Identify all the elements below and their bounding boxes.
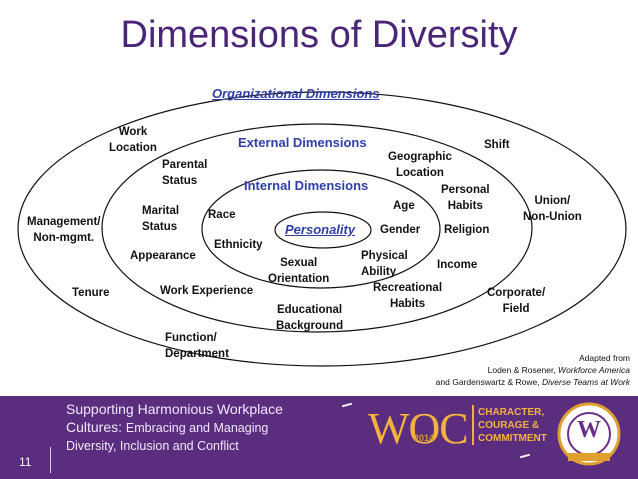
organizational-dimensions-header: Organizational Dimensions	[212, 86, 380, 101]
label-appearance: Appearance	[130, 250, 196, 262]
label-geographic-location: Geographic Location	[388, 151, 452, 179]
credit-title-1: Workforce America	[558, 365, 630, 375]
footer-line-3: Diversity, Inclusion and Conflict	[66, 439, 239, 453]
footer-line-2-prefix: Cultures:	[66, 419, 126, 435]
logo-tagline-1: CHARACTER,	[478, 407, 545, 418]
label-work-experience: Work Experience	[160, 285, 254, 297]
footer-line-1: Supporting Harmonious Workplace	[66, 401, 283, 417]
logo-tagline-2: COURAGE &	[478, 420, 540, 431]
footer-divider	[50, 447, 51, 473]
label-recreational-habits: Recreational Habits	[373, 282, 443, 310]
label-management: Management/ Non-mgmt.	[27, 216, 101, 244]
logo-woc-text: WOC	[368, 404, 469, 453]
label-corporate-field: Corporate/ Field	[487, 287, 546, 315]
credit-title-2: Diverse Teams at Work	[541, 377, 630, 387]
label-marital-status: Marital Status	[142, 205, 180, 233]
label-ethnicity: Ethnicity	[214, 239, 263, 251]
footer-subtitle: Supporting Harmonious Workplace Cultures…	[66, 400, 346, 455]
label-union: Union/ Non-Union	[523, 195, 582, 223]
label-work-location: Work Location	[109, 126, 157, 154]
label-function-department: Function/ Department	[165, 332, 229, 360]
label-income: Income	[437, 259, 478, 271]
label-physical-ability: Physical Ability	[361, 250, 408, 278]
label-race: Race	[208, 209, 236, 221]
personality-ellipse	[274, 211, 372, 249]
source-credit: Adapted from Loden & Rosener, Workforce …	[330, 352, 630, 388]
label-sexual-orientation: Sexual Orientation	[268, 257, 330, 285]
external-dimensions-header: External Dimensions	[238, 135, 367, 150]
credit-line-3: and Gardenswartz & Rowe, Diverse Teams a…	[330, 376, 630, 388]
woc-conference-logo: WOC 2014 CHARACTER, COURAGE & COMMITMENT…	[360, 397, 630, 479]
credit-author-2: and Gardenswartz & Rowe,	[435, 377, 542, 387]
label-gender: Gender	[380, 224, 421, 236]
women-of-color-seal-icon	[557, 402, 621, 466]
footer-line-2: Cultures: Embracing and Managing	[66, 418, 346, 437]
credit-line-1: Adapted from	[578, 353, 630, 363]
seal-letter: W	[577, 417, 601, 443]
slide-title: Dimensions of Diversity	[120, 14, 518, 56]
label-religion: Religion	[444, 224, 490, 236]
footer-line-2-rest: Embracing and Managing	[125, 421, 269, 435]
footer-band	[0, 396, 638, 479]
label-personal-habits: Personal Habits	[441, 184, 490, 212]
logo-separator	[472, 405, 474, 445]
external-ellipse	[101, 123, 533, 333]
label-educational-background: Educational Background	[276, 304, 344, 332]
personality-label: Personality	[285, 222, 356, 237]
logo-year: 2014	[414, 433, 435, 443]
label-shift: Shift	[484, 139, 510, 151]
label-age: Age	[393, 200, 415, 212]
organizational-ellipse	[17, 91, 627, 367]
logo-tagline-3: COMMITMENT	[478, 433, 547, 444]
label-parental-status: Parental Status	[162, 159, 208, 187]
slide-number: 11	[19, 455, 32, 469]
label-tenure: Tenure	[72, 287, 110, 299]
diversity-diagram	[17, 91, 627, 367]
credit-author-1: Loden & Rosener,	[487, 365, 559, 375]
internal-ellipse	[201, 169, 441, 289]
internal-dimensions-header: Internal Dimensions	[244, 178, 369, 193]
credit-line-2: Loden & Rosener, Workforce America	[330, 364, 630, 376]
